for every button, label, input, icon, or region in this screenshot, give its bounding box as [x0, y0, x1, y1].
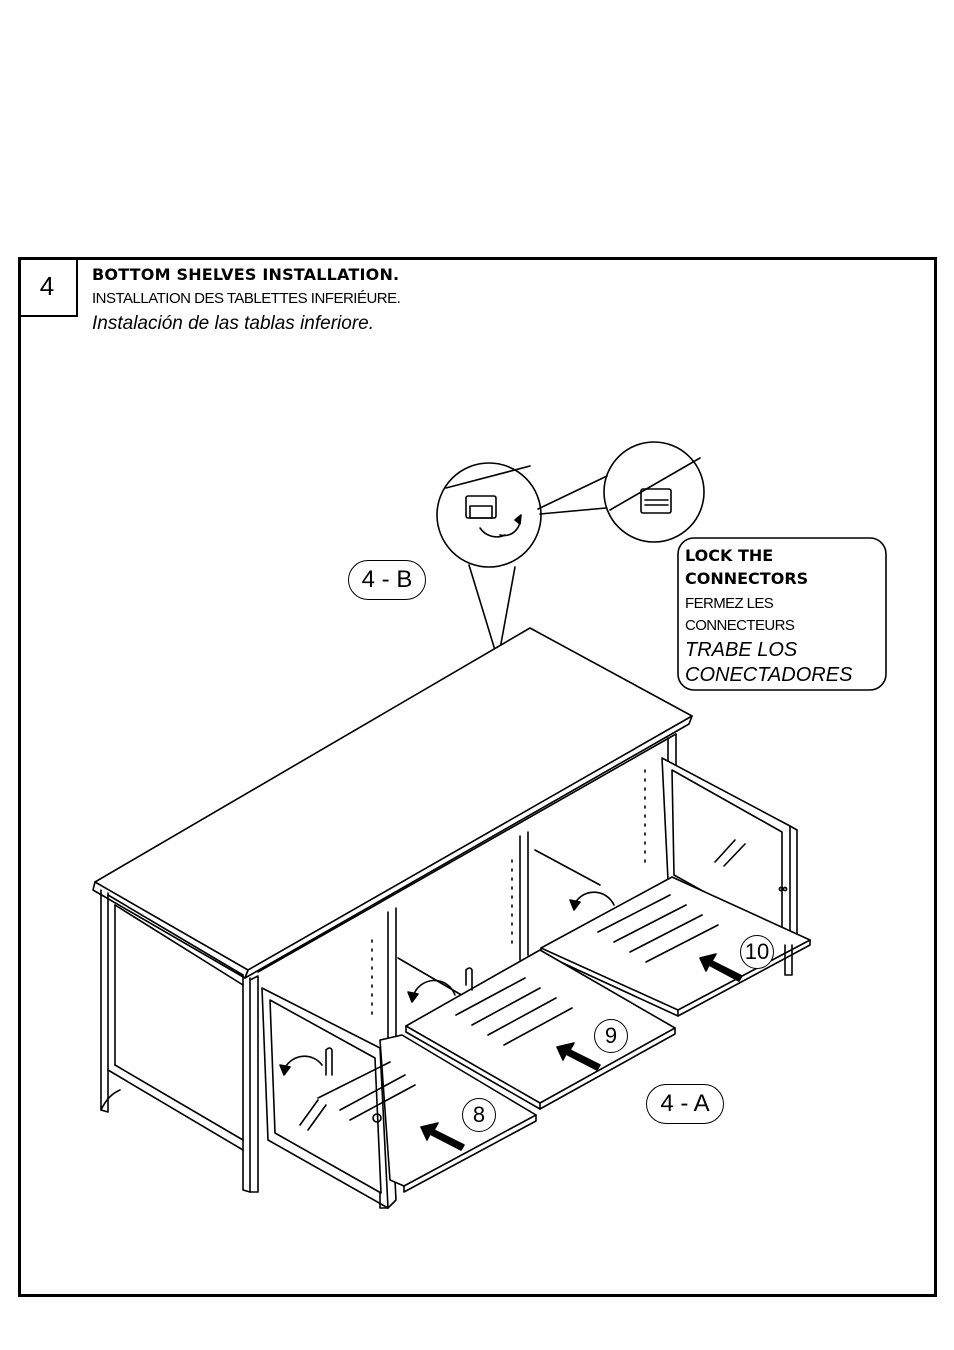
connector-detail-circle-locked: [603, 441, 705, 543]
rotation-arrows: [279, 891, 615, 1076]
step-number: 4: [18, 257, 78, 317]
callout-en-line2: CONNECTORS: [685, 569, 809, 588]
shelf-10: [540, 876, 811, 1017]
step-title-english: BOTTOM SHELVES INSTALLATION.: [92, 265, 400, 284]
top-panel: [92, 627, 693, 979]
connector-detail-circle-open: [436, 462, 542, 568]
view-label-4b: 4 - B: [348, 560, 426, 600]
part-number-9: 9: [594, 1019, 628, 1053]
insert-direction-arrows: [420, 953, 743, 1151]
shelf-9: [405, 949, 676, 1110]
diagram-frame: [18, 257, 937, 1297]
detail-connector-line: [537, 475, 608, 510]
shelf-8: [317, 1034, 537, 1193]
step-title-spanish: Instalación de las tablas inferiore.: [92, 313, 374, 334]
detail-pointer: [468, 564, 499, 661]
callout-es-line2: CONECTADORES: [685, 664, 853, 686]
step-title-french: INSTALLATION DES TABLETTES INFERIÉURE.: [92, 290, 401, 307]
part-number-8: 8: [462, 1098, 496, 1132]
divider-panels: [371, 769, 646, 1041]
left-side-panel: [100, 889, 259, 1193]
left-glass-door: [261, 987, 397, 1209]
callout-fr-line2: CONNECTEURS: [685, 617, 795, 634]
part-number-10: 10: [740, 935, 774, 969]
callout-fr-line1: FERMEZ LES: [685, 595, 774, 612]
view-label-4a: 4 - A: [646, 1084, 724, 1124]
callout-en-line1: LOCK THE: [685, 546, 774, 565]
callout-es-line1: TRABE LOS: [685, 639, 798, 661]
callout-bubble: [677, 537, 887, 691]
